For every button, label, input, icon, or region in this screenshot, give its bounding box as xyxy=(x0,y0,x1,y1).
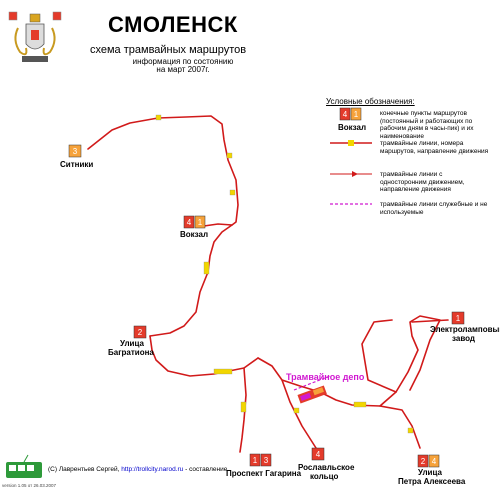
credits-suffix: - составление xyxy=(185,466,228,473)
route-markers xyxy=(155,114,414,434)
line-sitniki xyxy=(87,115,239,226)
page-subtitle: схема трамвайных маршрутов xyxy=(90,44,247,56)
legend-item-service: трамвайные линии служебные и не использу… xyxy=(380,201,488,216)
legend-sample-name: Вокзал xyxy=(338,123,367,132)
credits-copyright: (С) Лаврентьев Сергей, xyxy=(48,466,120,473)
page-title: СМОЛЕНСК xyxy=(108,12,238,37)
credits: (С) Лаврентьев Сергей, http://trollcity.… xyxy=(48,466,227,473)
version-label: version 1.05 от 26.03.2007 xyxy=(2,483,57,488)
legend-title: Условные обозначения: xyxy=(326,97,415,106)
legend-item-terminals: конечные пункты маршрутов (постоянный и … xyxy=(380,110,474,140)
stop-label-alekseeva-2: Петра Алексеева xyxy=(398,477,466,486)
legend-graphics: 4 1 xyxy=(330,107,372,205)
line-bagrationa-junction xyxy=(149,335,259,377)
terminal-alekseeva[interactable]: 2 4 xyxy=(417,454,440,468)
legend-item-oneway: трамвайные линии с односторонним движени… xyxy=(380,171,465,193)
svg-text:1: 1 xyxy=(354,110,359,119)
terminal-roslavl[interactable]: 4 xyxy=(311,447,325,461)
terminal-elektro[interactable]: 1 xyxy=(451,311,465,325)
terminal-vokzal[interactable]: 4 1 xyxy=(183,215,206,229)
svg-text:1: 1 xyxy=(253,456,258,465)
svg-text:2: 2 xyxy=(421,457,426,466)
line-vokzal-south xyxy=(149,224,233,337)
coat-of-arms-icon xyxy=(8,11,62,62)
svg-text:4: 4 xyxy=(343,110,348,119)
credits-link[interactable]: http://trollcity.narod.ru xyxy=(121,466,184,473)
svg-text:4: 4 xyxy=(432,457,437,466)
stop-label-gagarina: Проспект Гагарина xyxy=(226,469,302,478)
line-roslavl xyxy=(257,357,317,449)
tram-icon xyxy=(6,454,42,478)
tram-lines xyxy=(87,115,449,453)
tram-depot xyxy=(293,375,331,404)
line-vokzal-spur xyxy=(203,223,233,227)
terminal-sitniki[interactable]: 3 xyxy=(68,144,82,158)
svg-text:4: 4 xyxy=(187,218,192,227)
line-elektro-loop xyxy=(379,315,441,407)
line-elektro-loop-west xyxy=(361,319,397,393)
svg-text:4: 4 xyxy=(316,450,321,459)
line-east xyxy=(281,379,421,449)
svg-text:1: 1 xyxy=(198,218,203,227)
stop-label-alekseeva-1: Улица xyxy=(418,468,442,477)
stop-label-elektro-2: завод xyxy=(452,334,475,343)
stop-label-elektro-1: Электроламповый xyxy=(430,325,500,334)
stop-label-sitniki: Ситники xyxy=(60,160,94,169)
svg-text:2: 2 xyxy=(138,328,143,337)
stop-label-roslavl-2: кольцо xyxy=(310,472,339,481)
stop-label-bagrationa-2: Багратиона xyxy=(108,348,154,357)
depot-label: Трамвайное депо xyxy=(286,372,365,382)
svg-text:3: 3 xyxy=(264,456,269,465)
stop-label-bagrationa-1: Улица xyxy=(120,339,144,348)
stop-label-roslavl-1: Рославльское xyxy=(298,463,355,472)
terminal-bagrationa[interactable]: 2 xyxy=(133,325,147,339)
terminal-gagarina[interactable]: 1 3 xyxy=(249,453,272,467)
line-gagarina xyxy=(239,367,247,453)
info-line-2: на март 2007г. xyxy=(156,65,210,74)
stop-label-vokzal: Вокзал xyxy=(180,230,209,239)
svg-text:1: 1 xyxy=(456,314,461,323)
line-elektro-terminal xyxy=(411,319,449,323)
info-line-1: информация по состоянию xyxy=(132,57,234,66)
legend-item-lines: трамвайные линии, номера маршрутов, напр… xyxy=(380,140,489,155)
terminal-route: 3 xyxy=(73,147,78,156)
